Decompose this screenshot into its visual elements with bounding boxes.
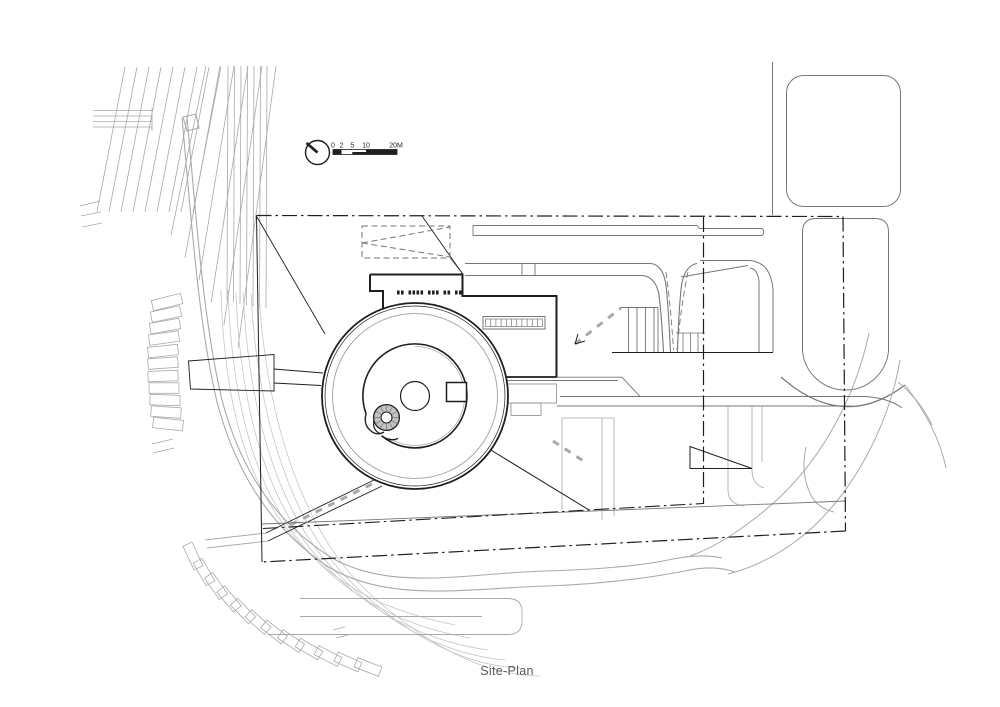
north-arrow-icon — [304, 139, 331, 166]
ramp-dashed-symbol — [361, 225, 451, 259]
parking-stalls — [147, 292, 383, 677]
scale-label-5: 5 — [350, 143, 354, 150]
scale-label-0: 0 — [331, 143, 335, 150]
skylight-strip — [482, 316, 546, 330]
site-boundary — [256, 214, 847, 563]
scale-bar: 0 2 5 10 20M — [331, 143, 403, 155]
main-building — [321, 273, 558, 490]
scale-label-20m: 20M — [389, 143, 403, 150]
spiral-stair-pod — [372, 403, 401, 435]
adjacent-buildings — [772, 62, 901, 391]
circular-hall — [321, 302, 509, 490]
drawing-title: Site-Plan — [480, 664, 533, 678]
west-curved-road — [181, 113, 736, 592]
scale-label-2: 2 — [340, 143, 344, 150]
roads-and-paths — [188, 225, 903, 635]
wing-tick-marks — [397, 290, 462, 295]
scale-label-10: 10 — [362, 143, 370, 150]
entrance-stairs — [507, 383, 557, 416]
